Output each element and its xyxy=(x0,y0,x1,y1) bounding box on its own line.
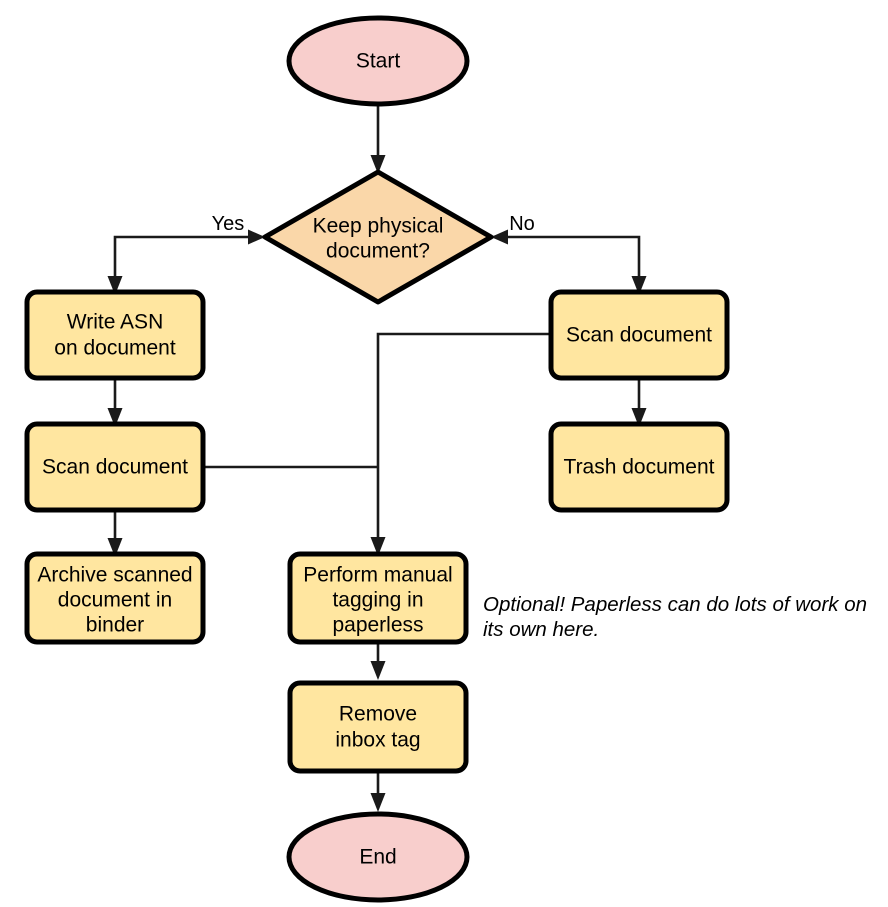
note-optional-line1: Optional! Paperless can do lots of work … xyxy=(483,593,867,616)
node-remove-inbox-tag[interactable]: Remove inbox tag xyxy=(287,680,469,774)
node-tagging-label-line3: paperless xyxy=(332,614,423,637)
node-archive-scanned-document-in-binder[interactable]: Archive scanned document in binder xyxy=(24,551,206,645)
edge-label-no: No xyxy=(509,213,535,235)
edge-scanright-to-trash xyxy=(631,380,647,427)
edge-scanleft-to-archive xyxy=(107,511,123,557)
node-write-asn-label-line1: Write ASN xyxy=(67,311,163,334)
edge-decision-yes xyxy=(107,229,265,295)
edge-scanright-to-tagging xyxy=(370,332,551,556)
edge-writeasn-to-scanleft xyxy=(107,380,123,427)
node-scan-document-left[interactable]: Scan document xyxy=(24,421,206,513)
node-decision-label-line1: Keep physical xyxy=(313,215,444,238)
node-trash-document-label: Trash document xyxy=(564,456,715,479)
node-archive-label-line3: binder xyxy=(86,614,144,637)
node-tagging-label-line2: tagging in xyxy=(332,589,423,612)
edge-label-yes: Yes xyxy=(212,213,245,235)
node-remove-label-line1: Remove xyxy=(339,703,417,726)
node-remove-label-line2: inbox tag xyxy=(335,729,420,752)
edge-decision-no xyxy=(491,229,647,295)
node-scan-document-right-label: Scan document xyxy=(566,324,712,347)
node-tagging-label-line1: Perform manual xyxy=(303,564,452,587)
edge-remove-to-end xyxy=(370,772,386,812)
node-start-label: Start xyxy=(356,50,401,73)
node-end-label: End xyxy=(359,846,396,869)
node-write-asn-on-document[interactable]: Write ASN on document xyxy=(24,289,206,381)
node-decision-label-line2: document? xyxy=(326,240,430,263)
node-archive-label-line2: document in xyxy=(58,589,172,612)
node-write-asn-label-line2: on document xyxy=(54,337,176,360)
note-optional-paperless: Optional! Paperless can do lots of work … xyxy=(483,593,867,641)
edge-tagging-to-remove xyxy=(370,643,386,680)
node-scan-document-right[interactable]: Scan document xyxy=(548,289,730,381)
node-archive-label-line1: Archive scanned xyxy=(37,564,192,587)
node-decision-keep-physical-document[interactable]: Keep physical document? xyxy=(262,169,494,305)
node-start[interactable]: Start xyxy=(286,15,470,107)
node-trash-document[interactable]: Trash document xyxy=(548,421,730,513)
node-scan-document-left-label: Scan document xyxy=(42,456,188,479)
edge-start-to-decision xyxy=(370,104,386,174)
note-optional-line2: its own here. xyxy=(483,618,599,641)
node-perform-manual-tagging[interactable]: Perform manual tagging in paperless xyxy=(287,551,469,645)
node-end[interactable]: End xyxy=(286,811,470,903)
